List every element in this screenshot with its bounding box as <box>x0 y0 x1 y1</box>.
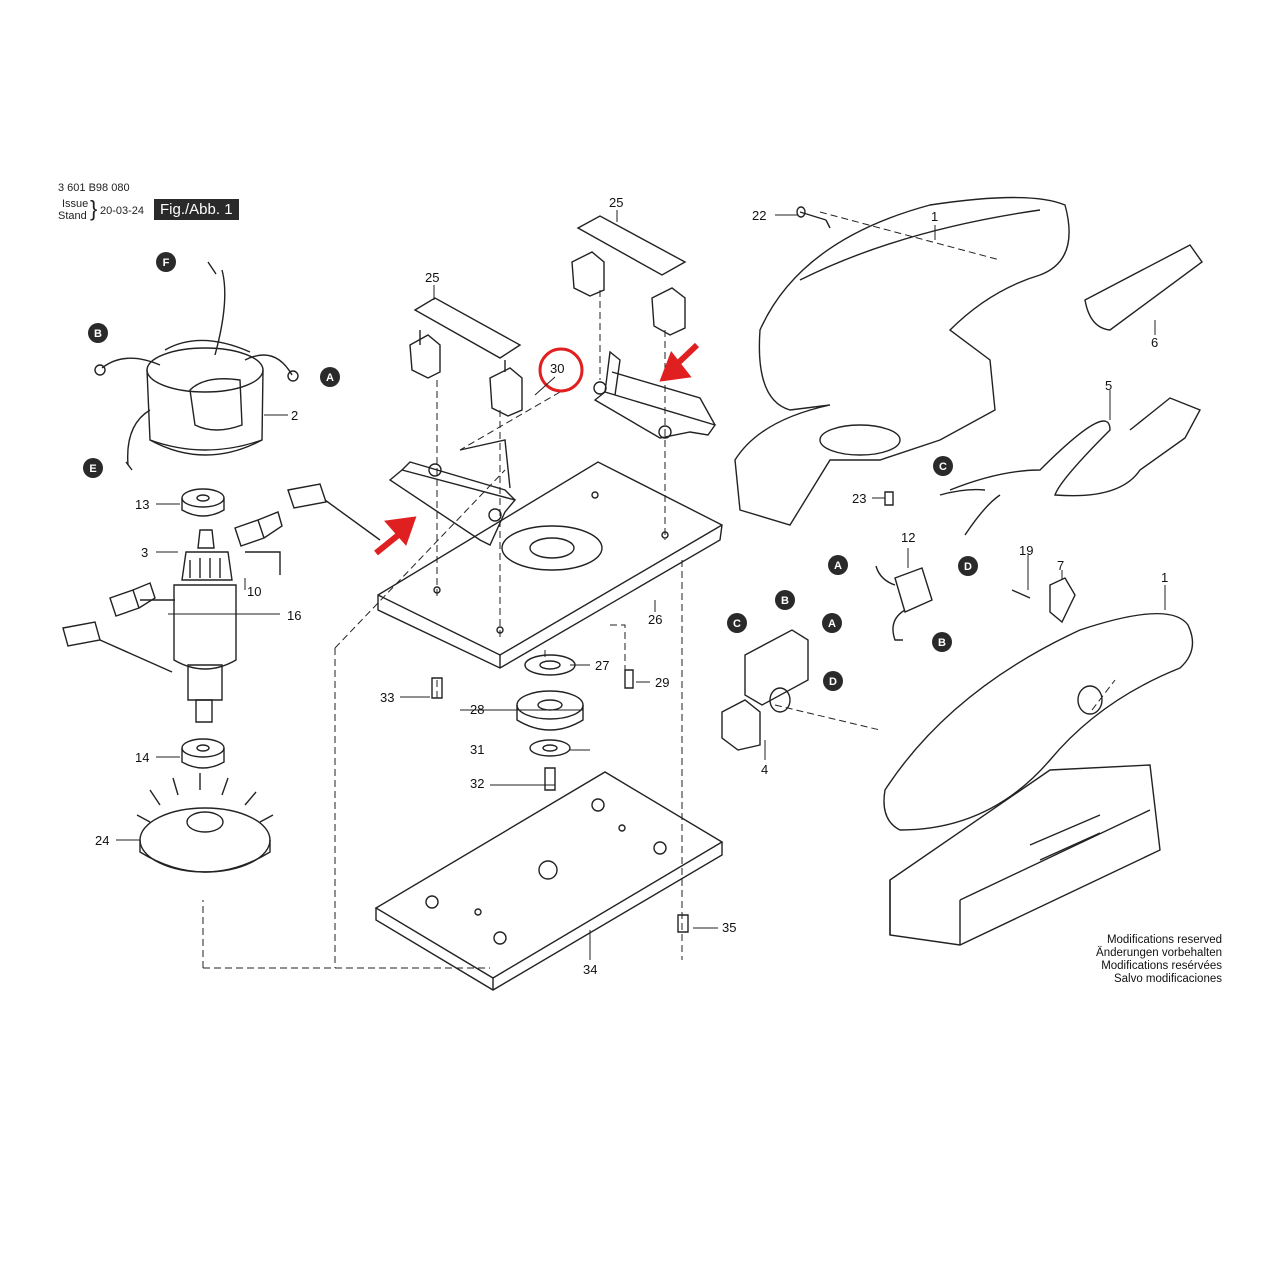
part-16: 16 <box>287 608 301 623</box>
brace: } <box>90 196 98 221</box>
suppressor <box>894 567 933 613</box>
svg-text:D: D <box>964 561 972 573</box>
part-6: 6 <box>1151 335 1158 350</box>
part-31: 31 <box>470 742 484 757</box>
note-line: Modifications resérvées <box>1101 960 1222 972</box>
bracket-right <box>571 215 687 336</box>
part-33: 33 <box>380 690 394 705</box>
part-32: 32 <box>470 776 484 791</box>
part-29: 29 <box>655 675 669 690</box>
part-1-top: 1 <box>931 209 938 224</box>
assembled-sander <box>883 612 1194 946</box>
connector-tags: F B A E C D A B B C A D <box>83 252 978 691</box>
highlight-circle <box>538 347 584 393</box>
highlight-annotations <box>374 342 700 556</box>
part-30: 30 <box>550 361 564 376</box>
connector-E: E <box>83 458 103 478</box>
connector-B: B <box>88 323 108 343</box>
part-1-bottom: 1 <box>1161 570 1168 585</box>
svg-text:D: D <box>829 676 837 688</box>
part-5: 5 <box>1105 378 1112 393</box>
part-23: 23 <box>852 491 866 506</box>
part-26: 26 <box>648 612 662 627</box>
leader-lines <box>116 210 1166 960</box>
part-34: 34 <box>583 962 597 977</box>
cord-sleeve <box>1084 244 1203 331</box>
spring-plate-right <box>593 350 717 439</box>
note-line: Salvo modificaciones <box>1113 973 1222 985</box>
note-line: Modifications reserved <box>1106 934 1222 946</box>
power-cord <box>949 397 1201 497</box>
part-28: 28 <box>470 702 484 717</box>
bracket-left <box>409 297 523 417</box>
connector-C: C <box>727 613 747 633</box>
svg-text:C: C <box>939 461 947 473</box>
cable-clamp <box>1049 577 1076 624</box>
svg-text:F: F <box>163 257 170 269</box>
part-25-right: 25 <box>609 195 623 210</box>
svg-text:C: C <box>733 618 741 630</box>
svg-text:B: B <box>781 595 789 607</box>
part-12: 12 <box>901 530 915 545</box>
connector-A: A <box>320 367 340 387</box>
svg-text:B: B <box>94 328 102 340</box>
connector-B: B <box>932 632 952 652</box>
modifications-note: Modifications reserved Änderungen vorbeh… <box>1060 934 1222 986</box>
part-2: 2 <box>291 408 298 423</box>
svg-text:B: B <box>938 637 946 649</box>
part-number: 3 601 B98 080 <box>58 182 130 194</box>
part-27: 27 <box>595 658 609 673</box>
part-3: 3 <box>141 545 148 560</box>
part-4: 4 <box>761 762 768 777</box>
part-24: 24 <box>95 833 109 848</box>
part-14: 14 <box>135 750 149 765</box>
svg-text:A: A <box>326 372 334 384</box>
part-7: 7 <box>1057 558 1064 573</box>
switch <box>721 629 809 751</box>
connector-F: F <box>156 252 176 272</box>
connector-A: A <box>822 613 842 633</box>
highlight-arrow-left <box>374 516 417 556</box>
part-numbers: 2 13 3 10 16 14 24 25 25 30 26 27 28 29 … <box>95 195 1168 977</box>
connector-B: B <box>775 590 795 610</box>
svg-text:A: A <box>828 618 836 630</box>
highlight-arrow-right <box>659 342 700 382</box>
part-35: 35 <box>722 920 736 935</box>
part-10: 10 <box>247 584 261 599</box>
assembly-lines <box>202 211 1116 969</box>
svg-text:A: A <box>834 560 842 572</box>
connector-C: C <box>933 456 953 476</box>
fan <box>136 773 274 873</box>
parts-drawing <box>62 196 1203 991</box>
connector-A: A <box>828 555 848 575</box>
issue-label: Issue <box>62 198 89 210</box>
field-coil <box>101 269 293 466</box>
spring-plate-left <box>388 439 517 546</box>
part-19: 19 <box>1019 543 1033 558</box>
svg-text:E: E <box>89 463 96 475</box>
connector-D: D <box>823 671 843 691</box>
sanding-pad <box>374 771 724 991</box>
armature <box>173 529 237 723</box>
connector-D: D <box>958 556 978 576</box>
base-plate <box>377 461 723 669</box>
figure-label: Fig./Abb. 1 <box>154 199 239 220</box>
issue-date: 20-03-24 <box>100 205 145 217</box>
part-25-left: 25 <box>425 270 439 285</box>
stand-label: Stand <box>58 210 87 222</box>
note-line: Änderungen vorbehalten <box>1096 947 1222 959</box>
part-13: 13 <box>135 497 149 512</box>
housing-half <box>734 196 1070 526</box>
part-22: 22 <box>752 208 766 223</box>
